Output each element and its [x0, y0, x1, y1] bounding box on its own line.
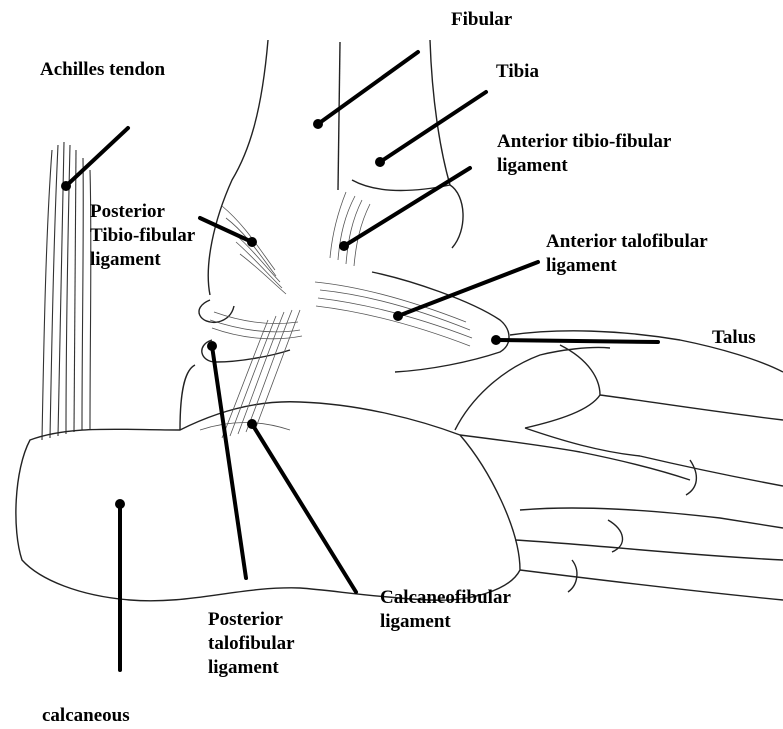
- ligaments-drawing: [200, 192, 472, 438]
- label-posterior-tibiofibular-line1: Posterior: [90, 200, 195, 224]
- label-posterior-talofibular-line1: Posterior: [208, 608, 295, 632]
- leader-talus: [496, 340, 658, 342]
- label-anterior-talofibular-ligament: Anterior talofibular ligament: [546, 230, 708, 278]
- label-posterior-tibiofibular-line3: ligament: [90, 248, 195, 272]
- label-anterior-tibiofibular-ligament: Anterior tibio-fibular ligament: [497, 130, 671, 178]
- leader-fibular: [318, 52, 418, 124]
- leader-posterior-talofibular: [212, 346, 246, 578]
- dot-talus: [491, 335, 501, 345]
- label-anterior-talofibular-line2: ligament: [546, 254, 708, 278]
- dot-fibular: [313, 119, 323, 129]
- fibula-drawing: [208, 40, 340, 295]
- dot-posterior-talofibular: [207, 341, 217, 351]
- leader-achilles: [66, 128, 128, 186]
- label-calcaneofibular-line1: Calcaneofibular: [380, 586, 511, 610]
- dot-calcaneous: [115, 499, 125, 509]
- label-anterior-talofibular-line1: Anterior talofibular: [546, 230, 708, 254]
- leader-anterior-talofibular: [398, 262, 538, 316]
- dot-calcaneofibular: [247, 419, 257, 429]
- leader-posterior-tibiofibular: [200, 218, 252, 242]
- label-achilles-tendon: Achilles tendon: [40, 58, 165, 82]
- foot-bones-drawing: [16, 272, 783, 601]
- dot-posterior-tibiofibular: [247, 237, 257, 247]
- label-posterior-tibiofibular-ligament: Posterior Tibio-fibular ligament: [90, 200, 195, 272]
- label-calcaneous: calcaneous: [42, 704, 130, 728]
- label-posterior-talofibular-line3: ligament: [208, 656, 295, 680]
- leader-anterior-tibiofibular: [344, 168, 470, 246]
- dot-achilles: [61, 181, 71, 191]
- label-posterior-talofibular-ligament: Posterior talofibular ligament: [208, 608, 295, 680]
- dot-anterior-tibiofibular: [339, 241, 349, 251]
- label-anterior-tibiofibular-line1: Anterior tibio-fibular: [497, 130, 671, 154]
- leader-tibia: [380, 92, 486, 162]
- dot-anterior-talofibular: [393, 311, 403, 321]
- label-calcaneofibular-line2: ligament: [380, 610, 511, 634]
- label-calcaneofibular-ligament: Calcaneofibular ligament: [380, 586, 511, 634]
- label-fibular: Fibular: [451, 8, 512, 32]
- dot-tibia: [375, 157, 385, 167]
- label-posterior-tibiofibular-line2: Tibio-fibular: [90, 224, 195, 248]
- leader-calcaneofibular: [252, 424, 356, 592]
- label-posterior-talofibular-line2: talofibular: [208, 632, 295, 656]
- pointer-dots: [61, 119, 501, 509]
- label-talus: Talus: [712, 326, 756, 350]
- label-anterior-tibiofibular-line2: ligament: [497, 154, 671, 178]
- label-tibia: Tibia: [496, 60, 539, 84]
